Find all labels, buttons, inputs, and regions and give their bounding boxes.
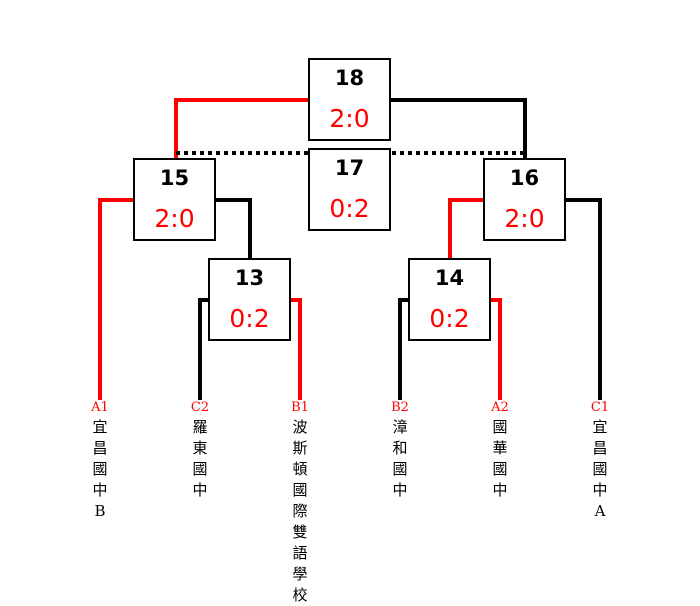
- team-name-char: 和: [392, 439, 408, 457]
- match-box-15: 15 2:0: [133, 158, 216, 241]
- team-code: C1: [590, 400, 610, 415]
- team-name-char: 華: [492, 439, 508, 457]
- line-16-right: [566, 198, 602, 400]
- team-name-char: 國: [392, 460, 408, 478]
- match-score: 0:2: [229, 304, 270, 333]
- line-18-right: [391, 98, 527, 158]
- team-name-char: 頓: [292, 460, 308, 478]
- line-14-right: [491, 298, 502, 400]
- match-box-17: 17 0:2: [308, 148, 391, 231]
- team-code: B2: [391, 400, 409, 415]
- match-score: 2:0: [329, 104, 370, 133]
- team-b2: B2 漳和國中: [385, 399, 415, 501]
- line-15-left: [98, 198, 133, 400]
- team-name-char: 國: [492, 418, 508, 436]
- team-name-char: 際: [292, 502, 308, 520]
- team-name-char: 國: [292, 481, 308, 499]
- team-name-char: 漳: [392, 418, 408, 436]
- team-code: B1: [291, 400, 309, 415]
- match-number: 16: [509, 166, 540, 190]
- match-number: 17: [334, 156, 365, 180]
- team-b1: B1 波斯頓國際雙語學校: [285, 399, 315, 606]
- team-name-char: 語: [292, 544, 308, 562]
- team-name-char: 東: [192, 439, 208, 457]
- match-box-18: 18 2:0: [308, 58, 391, 141]
- team-name-char: 雙: [292, 523, 308, 541]
- team-name-char: 國: [92, 460, 108, 478]
- team-code: A1: [91, 400, 109, 415]
- match-score: 2:0: [154, 204, 195, 233]
- match-score: 0:2: [329, 194, 370, 223]
- team-name-char: 昌: [592, 439, 608, 457]
- team-c2: C2 羅東國中: [185, 399, 215, 501]
- team-name-char: 中: [592, 481, 608, 499]
- match-score: 0:2: [429, 304, 470, 333]
- team-name-char: 羅: [192, 418, 208, 436]
- team-name-char: 中: [492, 481, 508, 499]
- match-score: 2:0: [504, 204, 545, 233]
- team-name-char: 國: [492, 460, 508, 478]
- team-name-char: 斯: [292, 439, 308, 457]
- match-number: 15: [159, 166, 190, 190]
- team-name-char: 宜: [592, 418, 608, 436]
- team-name-char: 中: [192, 481, 208, 499]
- team-code: C2: [190, 400, 210, 415]
- line-18-left: [174, 98, 308, 158]
- match-number: 18: [334, 66, 365, 90]
- line-14-left: [398, 298, 408, 400]
- line-13-left: [198, 298, 208, 400]
- line-13-right: [291, 298, 302, 400]
- match-number: 13: [234, 266, 265, 290]
- team-name-char: 校: [292, 586, 308, 604]
- line-15-right: [216, 198, 252, 258]
- team-name-char: 昌: [92, 439, 108, 457]
- team-name-char: 國: [592, 460, 608, 478]
- line-16-left: [448, 198, 483, 258]
- match-box-14: 14 0:2: [408, 258, 491, 341]
- team-name-char: 國: [192, 460, 208, 478]
- team-name-char: B: [94, 502, 106, 520]
- match-number: 14: [434, 266, 465, 290]
- match-box-16: 16 2:0: [483, 158, 566, 241]
- team-name-char: 中: [392, 481, 408, 499]
- team-name-char: 中: [92, 481, 108, 499]
- team-name-char: A: [594, 502, 606, 520]
- match-box-13: 13 0:2: [208, 258, 291, 341]
- team-name-char: 宜: [92, 418, 108, 436]
- team-name-char: 學: [292, 565, 308, 583]
- team-name-char: 波: [292, 418, 308, 436]
- team-code: A2: [491, 400, 509, 415]
